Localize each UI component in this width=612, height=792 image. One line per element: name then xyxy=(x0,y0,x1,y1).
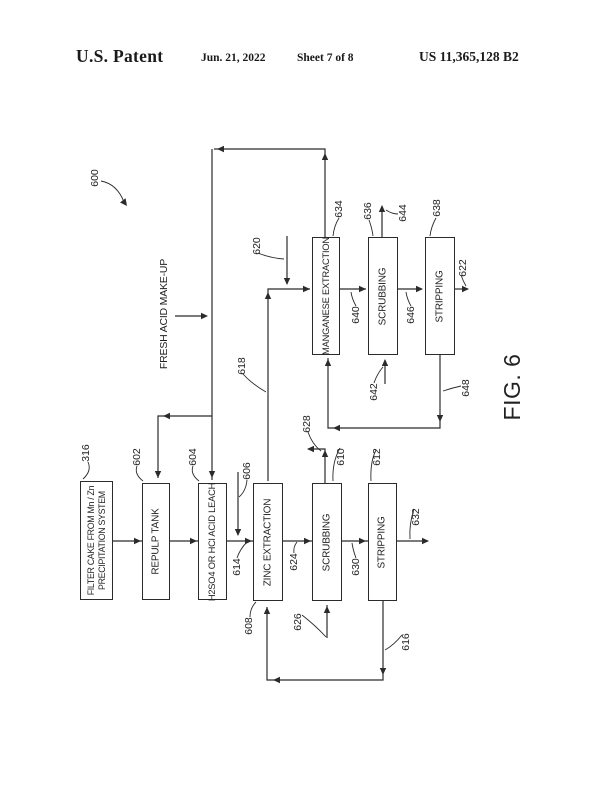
ref-label-648: 648 xyxy=(460,379,472,397)
box-manganese-extraction-label: MANGANESE EXTRACTION xyxy=(321,237,332,355)
flow-lines xyxy=(113,148,468,681)
ref-label-642: 642 xyxy=(368,383,380,401)
box-acid-leach-label: H2SO4 OR HCl ACID LEACH xyxy=(207,482,218,601)
figure-caption: FIG. 6 xyxy=(498,353,525,421)
ref-label-608: 608 xyxy=(243,617,255,635)
ref-label-620: 620 xyxy=(251,237,263,255)
ref-label-632: 632 xyxy=(410,508,422,526)
box-acid-leach: H2SO4 OR HCl ACID LEACH xyxy=(198,482,227,601)
box-stripping-612: STRIPPING xyxy=(368,483,397,601)
box-repulp-tank-label: REPULP TANK xyxy=(150,508,162,575)
ref-label-626: 626 xyxy=(292,613,304,631)
ref-label-622: 622 xyxy=(457,259,469,277)
box-scrubbing-636: SCRUBBING xyxy=(368,237,398,355)
arrowheads xyxy=(120,145,469,684)
box-stripping-638-label: STRIPPING xyxy=(434,269,446,323)
ref-label-634: 634 xyxy=(333,200,345,218)
ref-label-616: 616 xyxy=(400,633,412,651)
ref-label-610: 610 xyxy=(335,448,347,466)
ref-label-646: 646 xyxy=(405,306,417,324)
box-filter-cake-label: FILTER CAKE FROM Mn / Zn PRECIPITATION S… xyxy=(85,485,107,596)
leader-lines xyxy=(82,180,467,651)
box-scrubbing-610: SCRUBBING xyxy=(312,483,342,601)
ref-label-628: 628 xyxy=(301,415,313,433)
box-stripping-612-label: STRIPPING xyxy=(377,515,389,569)
ref-label-606: 606 xyxy=(241,462,253,480)
box-scrubbing-636-label: SCRUBBING xyxy=(377,267,389,325)
ref-label-602: 602 xyxy=(131,448,143,466)
box-stripping-638: STRIPPING xyxy=(425,237,455,355)
ref-label-640: 640 xyxy=(350,306,362,324)
box-manganese-extraction: MANGANESE EXTRACTION xyxy=(312,237,340,355)
ref-label-618: 618 xyxy=(236,357,248,375)
ref-label-612: 612 xyxy=(371,448,383,466)
box-filter-cake: FILTER CAKE FROM Mn / Zn PRECIPITATION S… xyxy=(80,481,113,600)
box-zinc-extraction-label: ZINC EXTRACTION xyxy=(262,498,274,586)
ref-label-614: 614 xyxy=(231,558,243,576)
ref-label-316: 316 xyxy=(80,444,92,462)
box-repulp-tank: REPULP TANK xyxy=(142,483,170,600)
ref-label-624: 624 xyxy=(288,553,300,571)
header-publication-number: US 11,365,128 B2 xyxy=(419,49,519,64)
box-zinc-extraction: ZINC EXTRACTION xyxy=(253,483,283,601)
ref-label-604: 604 xyxy=(187,448,199,466)
ref-label-630: 630 xyxy=(350,558,362,576)
ref-label-638: 638 xyxy=(431,199,443,217)
box-scrubbing-610-label: SCRUBBING xyxy=(321,513,333,571)
header-patent-title: U.S. Patent xyxy=(76,46,164,66)
fresh-acid-makeup-label: FRESH ACID MAKE-UP xyxy=(158,258,170,370)
header-date: Jun. 21, 2022 xyxy=(201,52,266,64)
header-sheet-number: Sheet 7 of 8 xyxy=(297,52,354,64)
ref-label-600: 600 xyxy=(89,169,101,187)
ref-label-636: 636 xyxy=(362,202,374,220)
ref-label-644: 644 xyxy=(397,204,409,222)
